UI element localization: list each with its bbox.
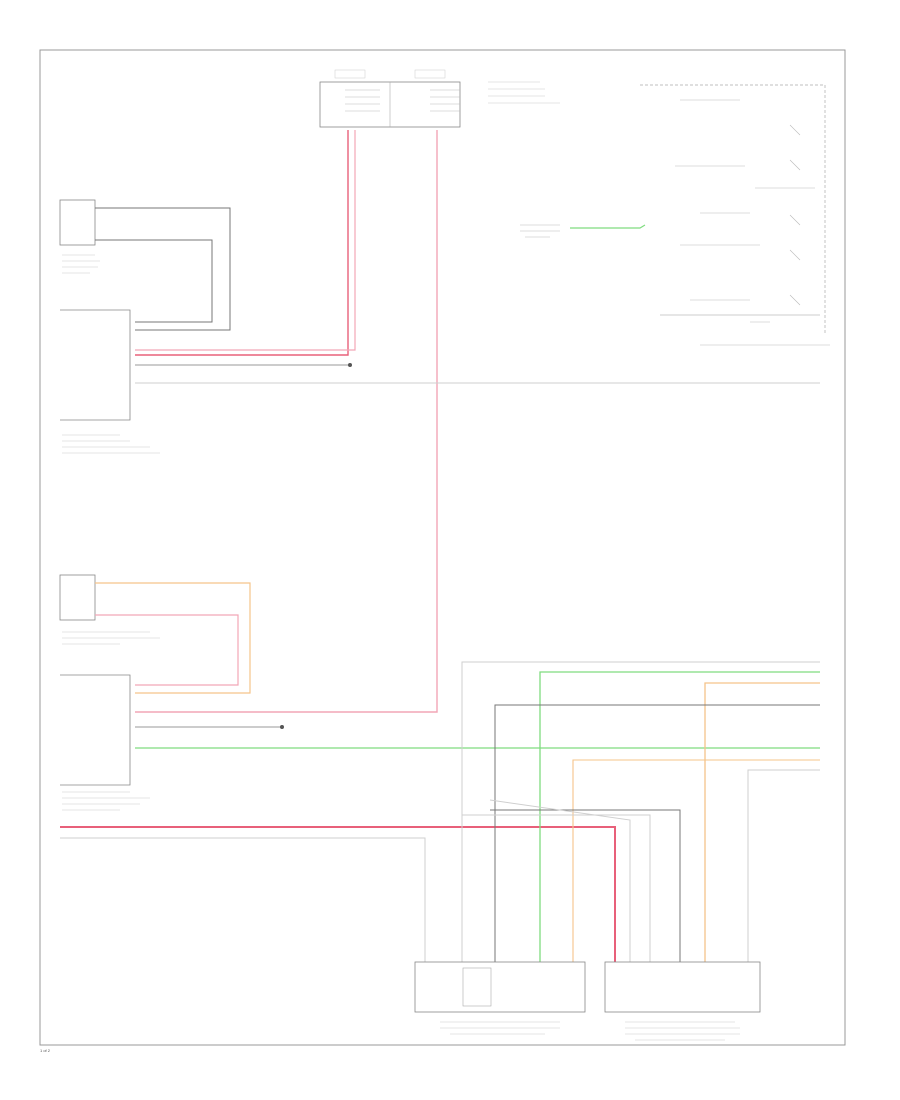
harness-wire-green xyxy=(539,671,820,962)
gray-wire-bottom xyxy=(60,837,426,962)
harness-wire-dark xyxy=(494,704,820,962)
lower-control-module xyxy=(60,674,150,811)
green-wire-top xyxy=(570,224,646,229)
harness-wire-orange xyxy=(704,682,820,962)
harness-wire-5 xyxy=(489,799,631,962)
bottom-left-module xyxy=(414,961,586,1035)
harness-wire-2 xyxy=(747,769,820,962)
pink-wire-upper xyxy=(135,130,356,351)
upper-control-module xyxy=(60,309,160,454)
bottom-right-module xyxy=(604,961,761,1041)
lower-switch-module xyxy=(59,574,251,694)
harness-wire-orange-2 xyxy=(572,759,820,962)
red-wire-bottom xyxy=(60,826,616,962)
harness-wire-1 xyxy=(461,661,820,962)
pink-wire-main-right xyxy=(135,130,438,713)
auxiliary-control-panel xyxy=(640,84,830,346)
fuse-block xyxy=(319,69,560,128)
diagram-frame xyxy=(39,49,846,1046)
footer-code: 1 of 2 xyxy=(40,1048,51,1053)
upper-switch-module xyxy=(59,199,231,331)
harness-wire-3 xyxy=(490,809,681,962)
harness-wire-4 xyxy=(462,814,651,962)
red-wire-main-left xyxy=(135,130,349,356)
sensor-connector xyxy=(520,224,560,238)
